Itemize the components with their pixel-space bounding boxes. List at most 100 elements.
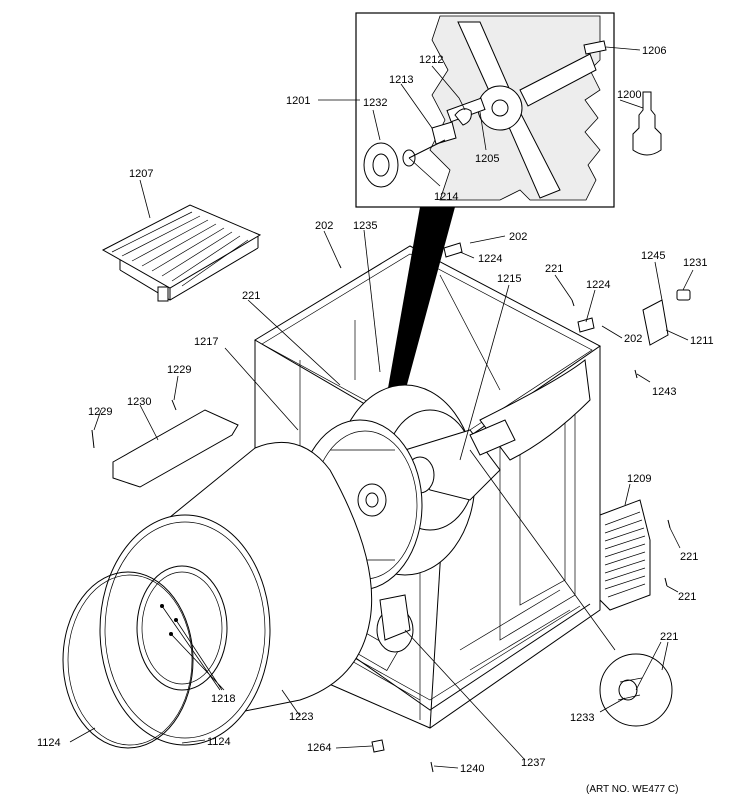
leader-1218	[161, 605, 225, 691]
callout-1240: 1240	[460, 763, 484, 775]
cabinet-right-base	[319, 346, 601, 729]
rack-frame	[101, 204, 262, 289]
leader-221d	[666, 585, 679, 593]
clip-1206	[583, 40, 607, 55]
leader-1264	[335, 745, 373, 749]
leader-lines	[69, 46, 694, 769]
leader-1237	[404, 629, 526, 761]
leader-1211	[665, 329, 689, 341]
leader-202c	[601, 325, 623, 339]
leader-1224a	[459, 251, 475, 259]
leader-1224b	[585, 289, 596, 323]
leader-1206	[605, 46, 641, 51]
clip-1224a	[443, 242, 463, 258]
floor-line-3	[349, 659, 421, 701]
callout-1200: 1200	[617, 89, 641, 101]
callout-221c: 221	[680, 551, 698, 563]
leader-1233	[599, 697, 626, 713]
drum-front-rim-inner	[104, 521, 266, 739]
thermostat-leads	[617, 677, 643, 701]
drum-shaft-center	[365, 492, 379, 508]
leader-1231	[682, 269, 694, 291]
clip-1264	[371, 739, 385, 753]
leader-221c	[669, 527, 681, 549]
callout-1224b: 1224	[586, 279, 610, 291]
leader-1233-wire	[469, 449, 616, 651]
callout-1213: 1213	[389, 74, 413, 86]
screw-1229b	[171, 399, 177, 411]
callout-1124a: 1124	[37, 737, 61, 749]
drum-rollers	[376, 594, 414, 653]
leader-221a	[554, 274, 573, 301]
bearing-bracket	[431, 121, 457, 145]
spider-hub-center	[491, 99, 509, 117]
callout-1224a: 1224	[478, 253, 502, 265]
leader-1209	[624, 483, 631, 506]
screw-221d	[664, 577, 668, 587]
leader-1245	[654, 261, 663, 301]
drum-bearing-hole	[372, 153, 390, 177]
leader-1232	[372, 109, 381, 141]
callout-1209: 1209	[627, 473, 651, 485]
rear-cover-louvers	[604, 511, 646, 598]
leader-1229b	[93, 409, 102, 431]
rack-legs	[119, 236, 259, 300]
drum-seal	[62, 571, 194, 749]
callout-1212: 1212	[419, 54, 443, 66]
leader-202b	[469, 235, 506, 244]
seal-ring-outer	[62, 571, 194, 749]
bearing-1200	[632, 91, 662, 156]
screw-1240	[430, 761, 434, 773]
callout-1124b: 1124	[207, 736, 231, 748]
seal-ring-inner	[67, 574, 193, 746]
rear-cover-plate	[599, 499, 651, 611]
callout-1207: 1207	[129, 168, 153, 180]
leader-1229a	[173, 375, 179, 401]
callout-1217: 1217	[194, 336, 218, 348]
bearing-cap	[454, 108, 472, 126]
leader-1205	[479, 111, 487, 151]
screw-1229a	[91, 429, 95, 449]
callout-1229b: 1229	[88, 406, 112, 418]
drum	[99, 441, 373, 746]
bracket-1211	[642, 299, 669, 346]
spider-arm-right	[519, 53, 597, 107]
base-frame-inner	[339, 605, 581, 701]
leader-1223	[281, 689, 301, 717]
leader-1200	[619, 99, 644, 109]
rack-foot	[157, 286, 169, 302]
rear-cover-outline	[599, 499, 651, 611]
callout-1223: 1223	[289, 711, 313, 723]
callout-221b: 221	[242, 290, 260, 302]
roller-bracket	[379, 594, 411, 641]
leader-1217	[224, 347, 299, 431]
leader-1235	[363, 229, 381, 373]
inset-detail	[355, 12, 662, 208]
callout-202a: 202	[315, 220, 333, 232]
callout-1235: 1235	[353, 220, 377, 232]
leader-1214	[408, 157, 441, 187]
callout-labels: 1206 1212 1213 1201 1232 1200 1205 1214 …	[37, 45, 714, 795]
drum-opening-inner	[141, 571, 223, 685]
screw-221c	[667, 519, 671, 529]
callout-1231: 1231	[683, 257, 707, 269]
callout-1230: 1230	[127, 396, 151, 408]
bearing-axis	[408, 139, 446, 159]
callout-1206: 1206	[642, 45, 666, 57]
callout-1232: 1232	[363, 97, 387, 109]
leader-221e	[635, 641, 669, 691]
callout-1237: 1237	[521, 757, 545, 769]
screw-1243	[634, 369, 638, 379]
leader-202a	[323, 230, 340, 265]
screw-202a	[338, 263, 342, 269]
drive-bracket	[469, 419, 516, 456]
callout-1201: 1201	[286, 95, 310, 107]
vent-trim-1230	[112, 409, 239, 488]
callout-1243: 1243	[652, 386, 676, 398]
drum-opening	[136, 565, 228, 691]
callout-1205: 1205	[475, 153, 499, 165]
rack-lower-rail	[119, 247, 259, 301]
leader-1240	[433, 765, 459, 769]
callout-1211: 1211	[690, 335, 714, 347]
